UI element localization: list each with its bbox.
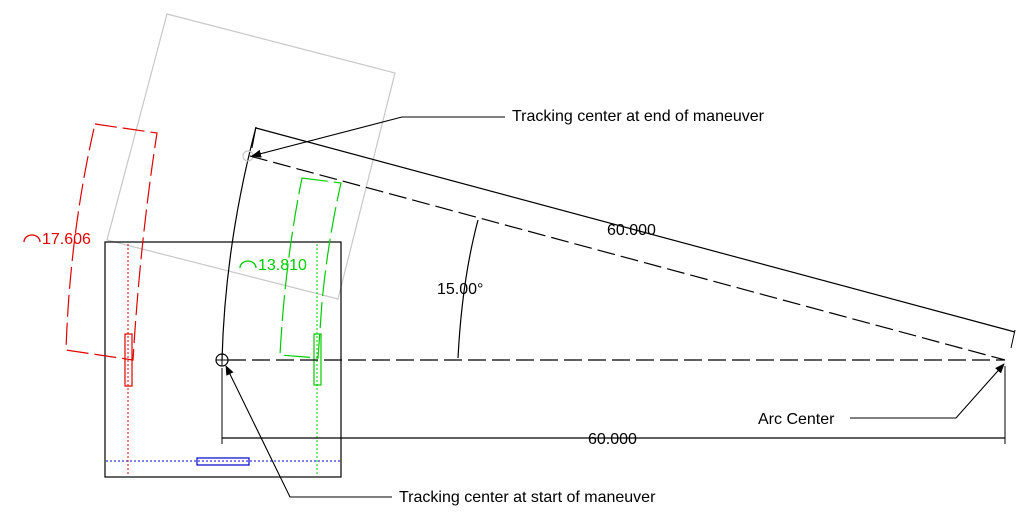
radius-line-angled xyxy=(249,155,1006,361)
left-wheel-swept-path xyxy=(65,123,158,361)
arc-center-annotation: Arc Center xyxy=(758,411,835,428)
vehicle-outline-end xyxy=(106,13,396,300)
axle-marker xyxy=(196,457,250,466)
start-leader-line xyxy=(225,365,392,498)
angle-arc xyxy=(457,219,479,359)
tracking-arc xyxy=(221,126,257,361)
end-annotation: Tracking center at end of maneuver xyxy=(512,108,765,125)
top-dimension-extension-b xyxy=(1010,329,1016,349)
right-wheel-arc-length: 13.810 xyxy=(258,257,307,274)
top-dimension-line xyxy=(255,127,1016,333)
start-annotation: Tracking center at start of maneuver xyxy=(399,489,656,506)
angle-label: 15.00° xyxy=(437,281,483,298)
top-dimension-label: 60.000 xyxy=(607,222,656,239)
left-wheel-arc-length: 17.606 xyxy=(42,231,91,248)
bottom-dimension-label: 60.000 xyxy=(588,431,637,448)
right-wheel-swept-path xyxy=(279,177,342,359)
end-leader-line xyxy=(251,116,505,158)
arc-center-leader-line xyxy=(850,363,1005,419)
left-wheel-arc-symbol xyxy=(23,234,41,243)
top-dimension-extension-a xyxy=(251,126,257,149)
right-wheel-arc-symbol xyxy=(239,260,257,269)
